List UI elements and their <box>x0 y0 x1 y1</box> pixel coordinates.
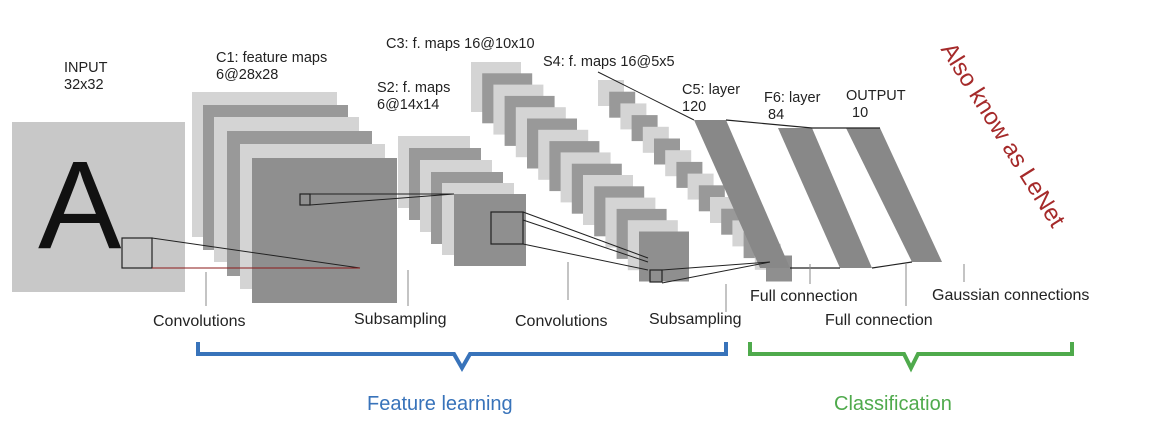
s4-label: S4: f. maps 16@5x5 <box>543 54 675 71</box>
projection-line <box>522 219 649 263</box>
s2-receptive-field <box>490 211 524 245</box>
input-glyph: A <box>38 136 122 275</box>
op-full-connection-1: Full connection <box>750 288 858 305</box>
c5-label: C5: layer 120 <box>682 82 740 116</box>
f6-layer <box>778 128 872 268</box>
layer-name: C3: f. maps 16@10x10 <box>386 36 535 52</box>
feature-learning-brace <box>196 342 728 373</box>
c3-map <box>639 231 689 282</box>
projection-lines <box>122 71 771 284</box>
s2-feature-maps <box>398 136 526 266</box>
op-subsampling-2: Subsampling <box>649 311 742 328</box>
op-convolutions-2: Convolutions <box>515 313 608 330</box>
layer-name: S2: f. maps <box>377 80 451 96</box>
layer-size: 84 <box>768 107 785 123</box>
op-convolutions-1: Convolutions <box>153 313 246 330</box>
output-layer <box>846 128 942 262</box>
layer-name: C1: feature maps <box>216 50 328 66</box>
layer-size: 6@14x14 <box>377 97 440 113</box>
projection-line <box>661 261 771 271</box>
projection-line <box>309 193 455 206</box>
layer-name: INPUT <box>64 60 108 76</box>
input-image <box>12 122 185 292</box>
classification-brace <box>748 342 1074 373</box>
c1-map <box>252 158 397 303</box>
projection-line <box>151 237 361 269</box>
c1-feature-maps <box>192 92 397 303</box>
layer-size: 6@28x28 <box>216 67 279 83</box>
layer-name: C5: layer <box>682 82 741 98</box>
projection-line <box>597 71 695 121</box>
layer-name: F6: layer <box>764 90 821 106</box>
c5-layer <box>694 120 790 268</box>
c3-map-receptive-field <box>649 269 663 283</box>
projection-line <box>522 211 649 259</box>
f6-label: F6: layer 84 <box>764 90 820 124</box>
c3-label: C3: f. maps 16@10x10 <box>386 36 535 53</box>
layer-name: OUTPUT <box>846 88 906 104</box>
fully-connected-layers <box>694 119 942 269</box>
projection-line <box>522 243 649 271</box>
connection-line <box>725 119 813 129</box>
op-gaussian-connections: Gaussian connections <box>932 287 1090 304</box>
classification-label: Classification <box>834 393 952 415</box>
s2-map <box>454 194 526 266</box>
op-subsampling-1: Subsampling <box>354 311 447 328</box>
s2-label: S2: f. maps 6@14x14 <box>377 80 450 114</box>
op-full-connection-2: Full connection <box>825 312 933 329</box>
output-label: OUTPUT 10 <box>846 88 906 122</box>
layer-name: S4: f. maps 16@5x5 <box>543 54 675 70</box>
input-label: INPUT 32x32 <box>64 60 108 94</box>
projection-line <box>661 261 771 284</box>
c1-label: C1: feature maps 6@28x28 <box>216 50 327 84</box>
c1-receptive-field <box>299 193 311 206</box>
layer-size: 120 <box>682 99 707 115</box>
layer-size: 10 <box>852 105 869 121</box>
c3-feature-maps <box>471 62 689 283</box>
stage-ticks <box>205 262 965 312</box>
connection-line <box>871 261 913 269</box>
input-layer: A <box>12 122 185 292</box>
layer-size: 32x32 <box>64 77 104 93</box>
feature-learning-label: Feature learning <box>367 393 513 415</box>
